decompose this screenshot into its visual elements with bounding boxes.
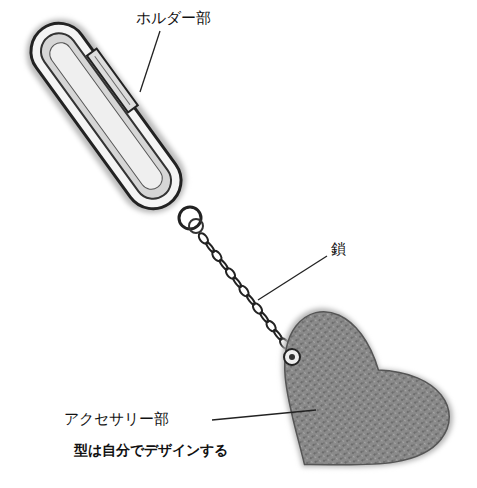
part-label: 鎖 bbox=[331, 240, 346, 258]
holder bbox=[13, 5, 200, 226]
chain bbox=[197, 232, 291, 351]
part-label: ホルダー部 bbox=[136, 9, 211, 27]
note-label: 型は自分でデザインする bbox=[74, 442, 228, 459]
accessory-heart bbox=[227, 293, 468, 488]
part-label: アクセサリー部 bbox=[64, 410, 169, 428]
